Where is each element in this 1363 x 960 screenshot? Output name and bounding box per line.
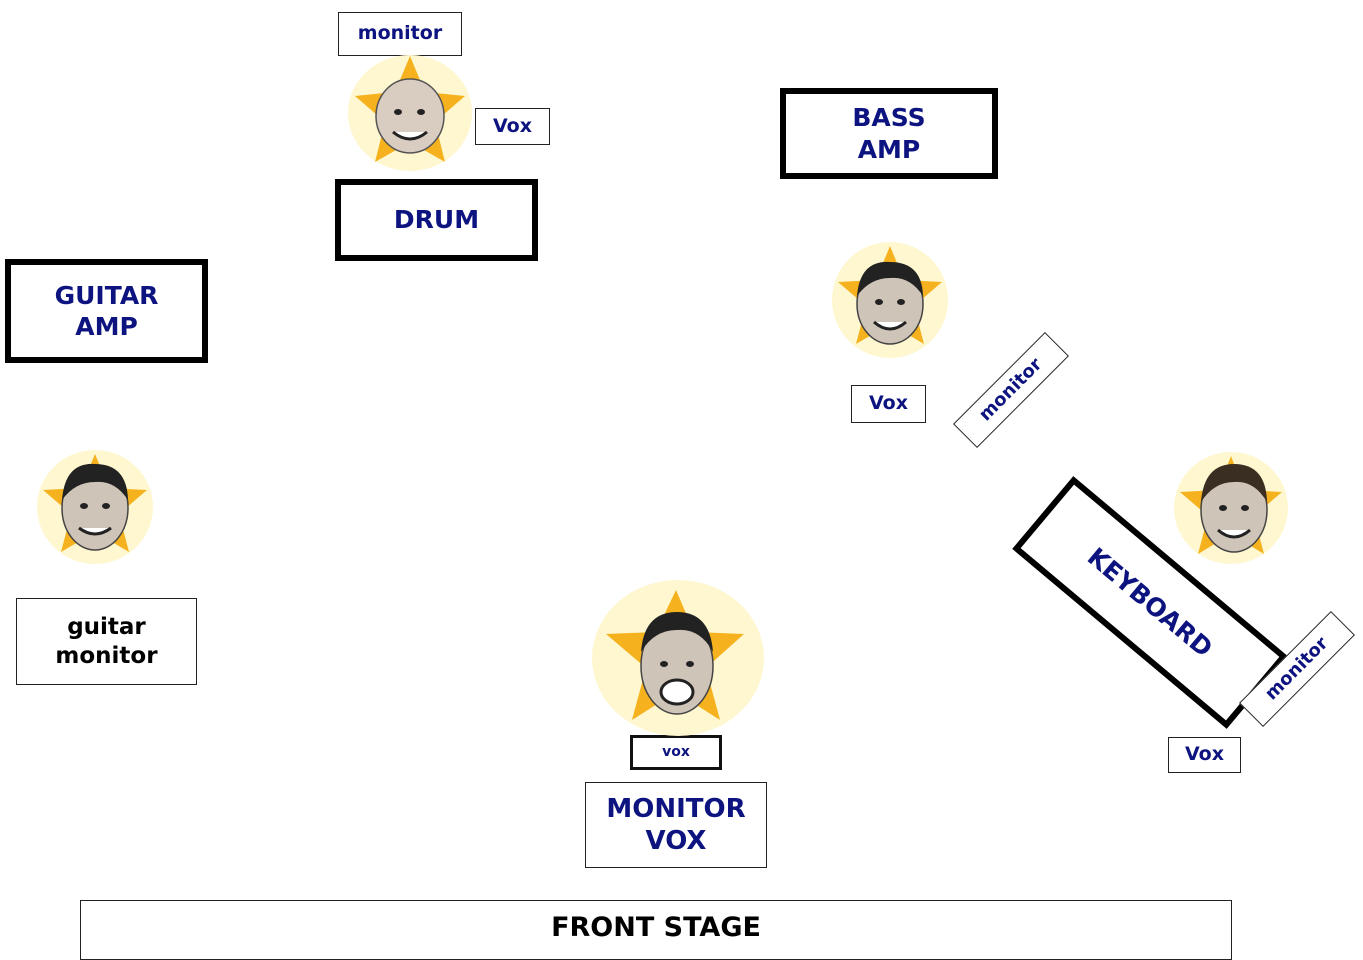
drum-box: DRUM — [335, 179, 538, 261]
front-stage-box: FRONT STAGE — [80, 900, 1232, 960]
bassist-face-icon — [830, 240, 950, 360]
drum-monitor-box: monitor — [338, 12, 462, 56]
lead-singer-face-icon — [590, 576, 770, 736]
drum-vox-box: Vox — [475, 108, 550, 145]
guitar-amp-box: GUITAR AMP — [5, 259, 208, 363]
bass-vox-box: Vox — [851, 385, 926, 423]
bass-amp-box: BASS AMP — [780, 88, 998, 179]
monitor-vox-box: MONITOR VOX — [585, 782, 767, 868]
guitarist-face-icon — [35, 448, 155, 566]
bass-monitor-box: monitor — [953, 332, 1069, 448]
keyboardist-face-icon — [1172, 450, 1290, 566]
keyboard-vox-box: Vox — [1168, 737, 1241, 773]
lead-vox-box: vox — [630, 735, 722, 770]
guitar-monitor-box: guitar monitor — [16, 598, 197, 685]
drummer-face-icon — [345, 52, 475, 174]
